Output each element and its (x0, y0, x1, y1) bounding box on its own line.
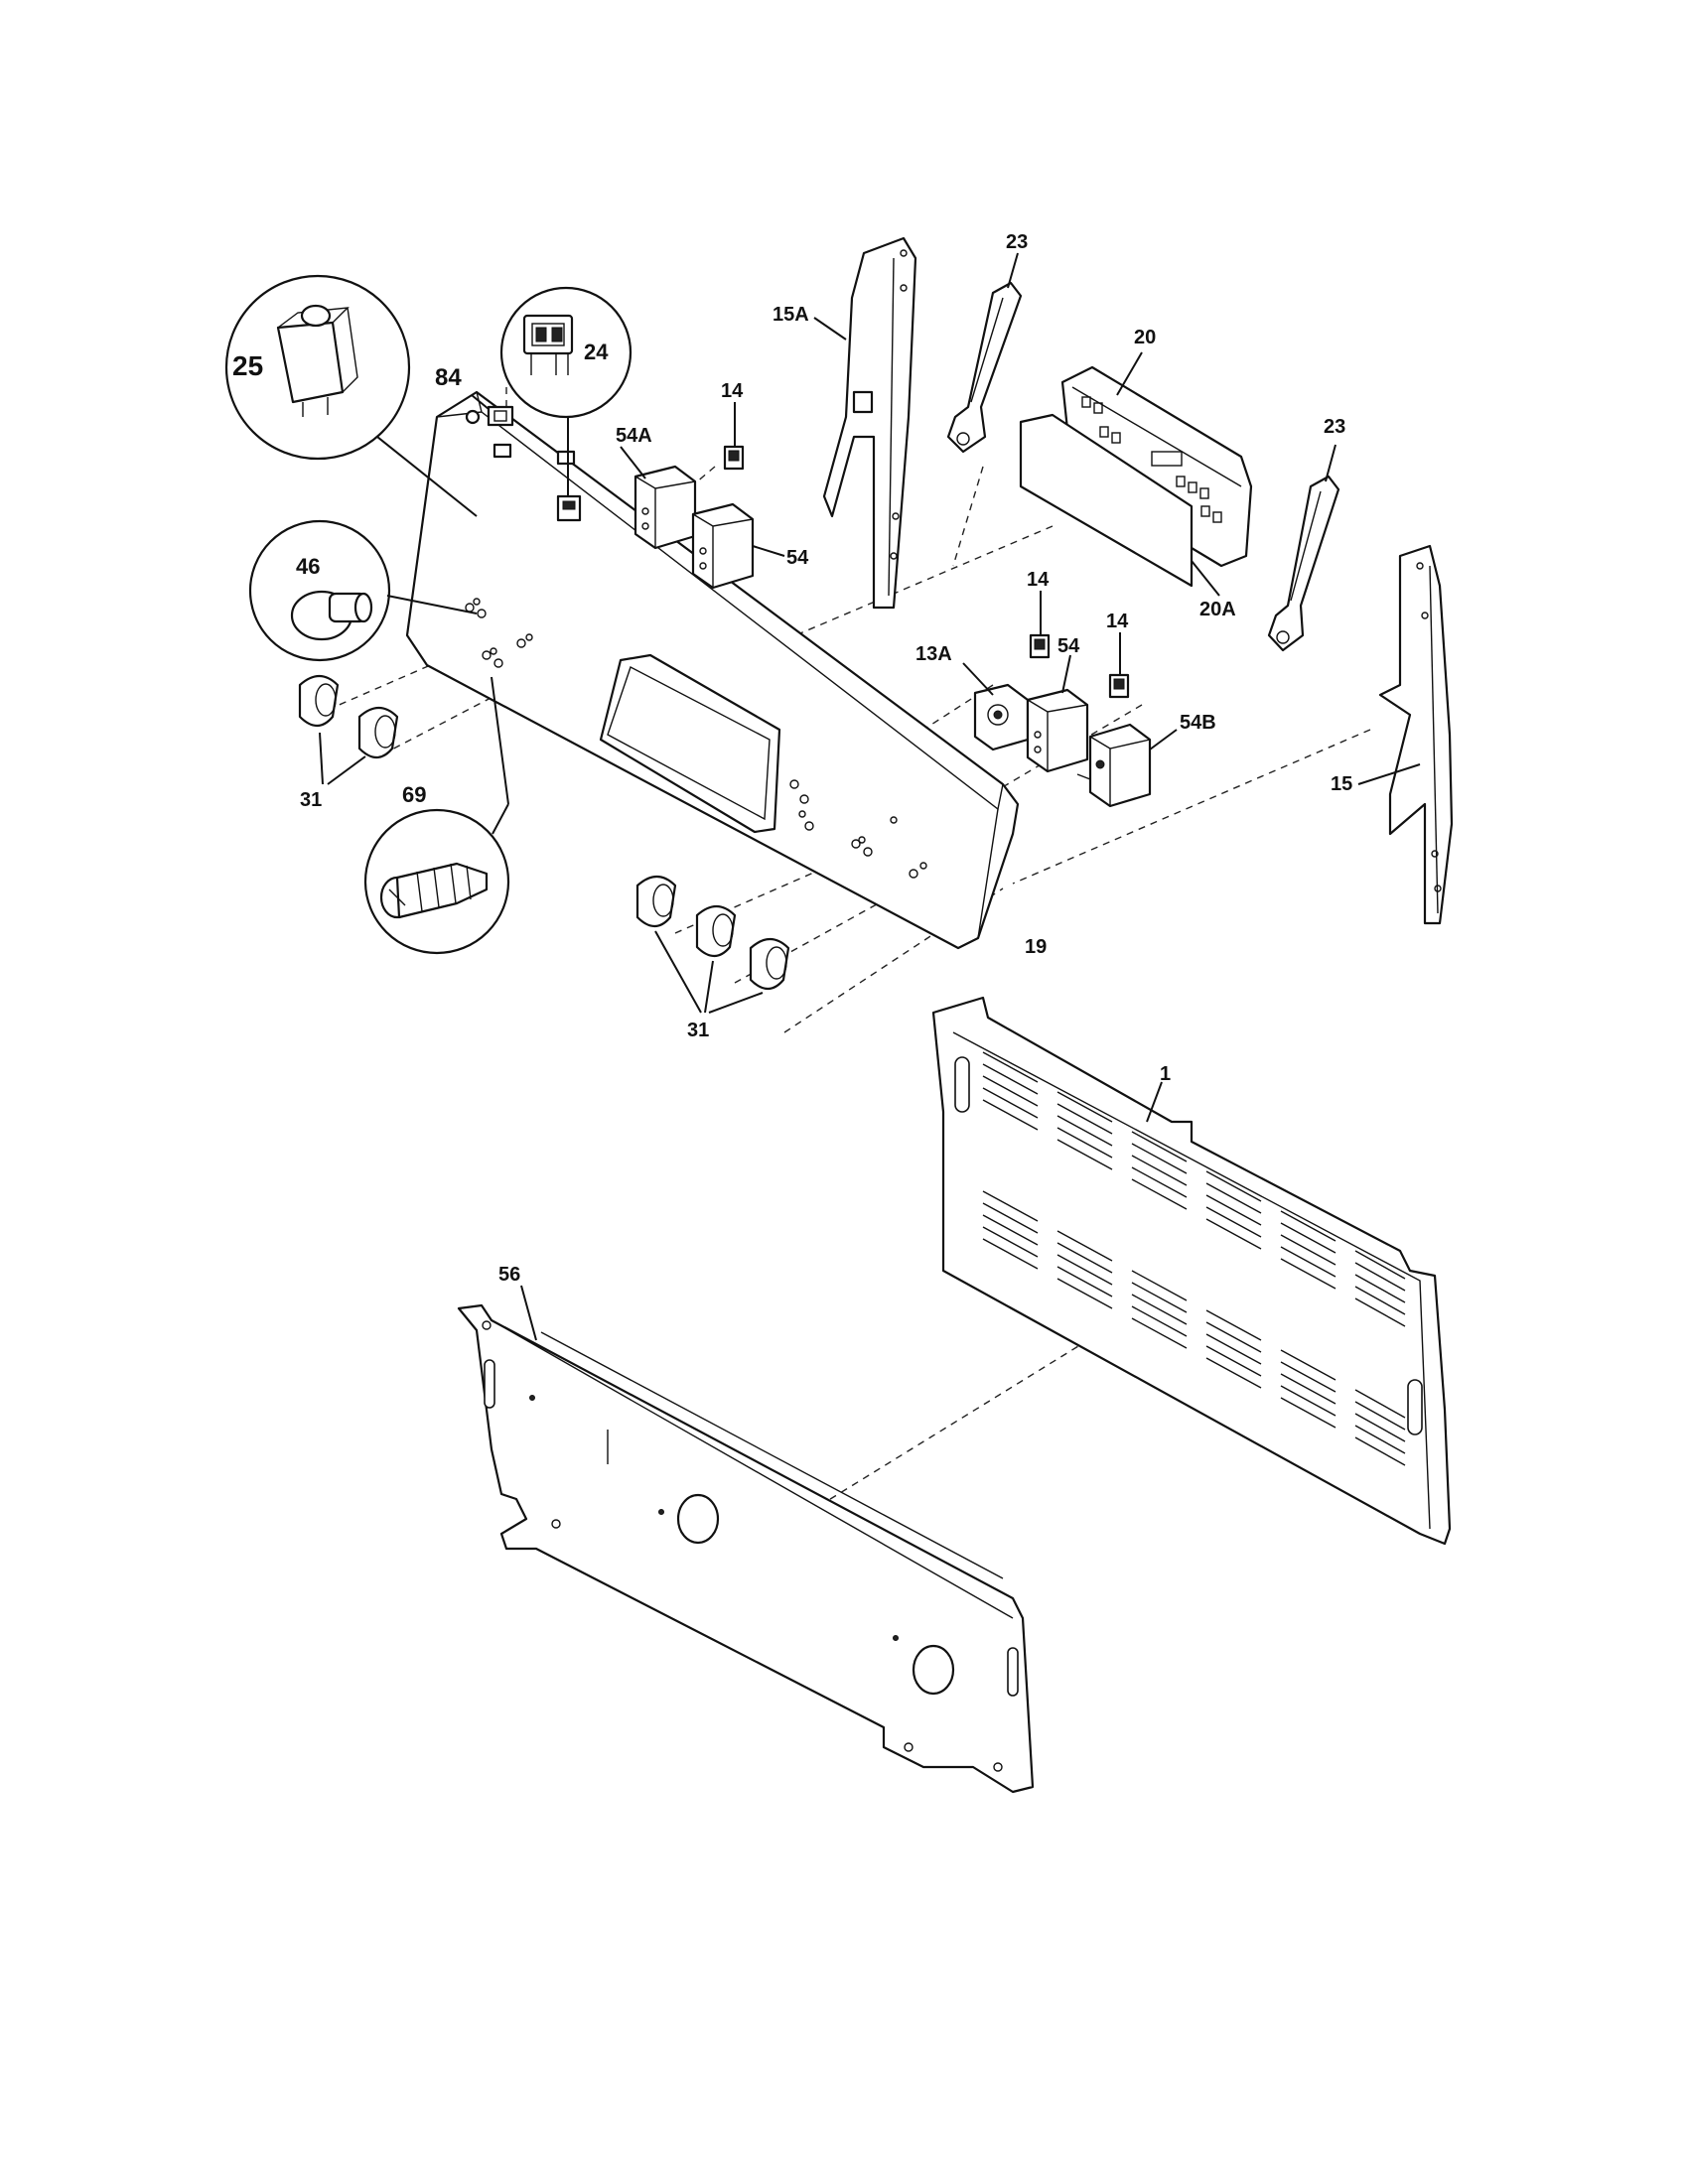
indicator-light-14 (1108, 632, 1130, 699)
infinite-switch-54 (691, 502, 785, 590)
inset-part-25 (224, 274, 478, 517)
label-20A: 20A (1199, 599, 1236, 620)
inset-part-46 (248, 519, 478, 662)
label-14: 14 (1027, 569, 1050, 591)
label-20: 20 (1134, 327, 1156, 348)
knob[interactable] (749, 937, 790, 991)
label-31: 31 (300, 789, 322, 811)
part-84 (471, 394, 514, 427)
control-panel-19 (405, 390, 1020, 950)
label-31: 31 (687, 1020, 709, 1041)
label-19: 19 (1025, 936, 1047, 958)
knob[interactable] (695, 904, 737, 958)
control-overlay-20A (1019, 413, 1220, 597)
label-54B: 54B (1180, 712, 1216, 734)
part-labels: 1 13A 14 14 14 15 15A 19 20 20A 23 23 24… (232, 231, 1352, 1286)
back-panel-1 (931, 996, 1452, 1546)
label-13A: 13A (915, 643, 952, 665)
label-46: 46 (296, 554, 320, 579)
lower-back-panel-56 (457, 1285, 1035, 1794)
bracket-23 (1267, 444, 1340, 652)
infinite-switch-13A (962, 662, 1030, 751)
label-54: 54 (1057, 635, 1080, 657)
inset-part-24 (499, 286, 633, 522)
bracket-23 (946, 252, 1023, 454)
knob[interactable] (357, 706, 399, 759)
control-knobs-31[interactable] (298, 674, 790, 991)
label-14: 14 (721, 380, 744, 402)
label-84: 84 (435, 364, 462, 391)
label-23: 23 (1006, 231, 1028, 253)
label-23: 23 (1324, 416, 1345, 438)
label-54: 54 (786, 547, 809, 569)
switch-hole (556, 450, 576, 466)
infinite-switch-54B (1076, 723, 1178, 808)
indicator-light-14 (723, 402, 745, 471)
label-25: 25 (232, 350, 263, 381)
label-56: 56 (498, 1264, 520, 1286)
label-1: 1 (1160, 1063, 1171, 1085)
switch-hole (492, 443, 512, 459)
indicator-light-14 (1029, 591, 1051, 659)
knob-leader-lines (319, 732, 764, 1014)
knob[interactable] (635, 875, 677, 928)
label-15A: 15A (773, 304, 809, 326)
vent-louvers (982, 1051, 1406, 1466)
side-trim-15 (1357, 544, 1454, 925)
label-15: 15 (1331, 773, 1352, 795)
label-24: 24 (584, 340, 609, 364)
inset-part-69 (363, 676, 510, 955)
label-14: 14 (1106, 611, 1129, 632)
infinite-switch-54 (1026, 654, 1089, 773)
knob[interactable] (298, 674, 340, 728)
side-trim-15A (813, 236, 917, 610)
label-69: 69 (402, 782, 426, 807)
label-54A: 54A (616, 425, 652, 447)
